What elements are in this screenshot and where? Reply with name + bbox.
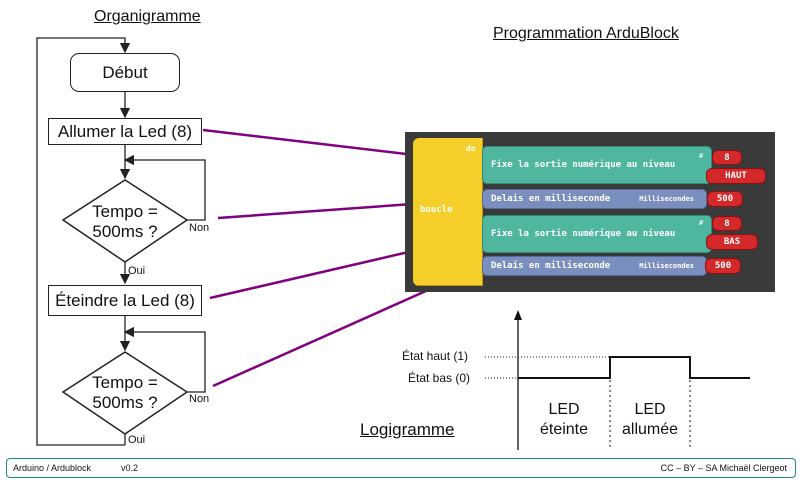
block3-pin-value[interactable]: 8 — [712, 216, 742, 231]
decision1-line1: Tempo = — [92, 202, 158, 221]
block1-pin-symbol: # — [699, 152, 704, 160]
decision2-text: Tempo = 500ms ? — [70, 373, 180, 413]
delay-block-2[interactable]: Delais en milliseconde Millisecondes — [482, 256, 707, 276]
block4-value-text: 500 — [714, 261, 732, 271]
decision2-diamond — [61, 351, 189, 435]
footer-right: CC – BY – SA Michaël Clergeot — [660, 463, 787, 473]
loop-block[interactable] — [413, 138, 483, 286]
decision1-text: Tempo = 500ms ? — [70, 202, 180, 242]
block1-level-text: HAUT — [725, 171, 747, 181]
footer-version: v0.2 — [121, 463, 139, 473]
step2-label: Éteindre la Led (8) — [55, 290, 195, 310]
program-title: Programmation ArduBlock — [493, 25, 679, 42]
block1-pin-text: 8 — [724, 152, 730, 163]
footer-bar: Arduino / Ardublock v0.2 CC – BY – SA Mi… — [6, 458, 796, 478]
start-terminal: Début — [70, 53, 180, 92]
digital-write-block-1[interactable]: Fixe la sortie numérique au niveau — [482, 146, 712, 184]
block1-level-value[interactable]: HAUT — [706, 168, 766, 184]
block2-value[interactable]: 500 — [707, 191, 743, 207]
signal-waveform — [518, 356, 750, 379]
block3-pin-text: 8 — [724, 218, 730, 229]
main-loop-line — [36, 37, 131, 446]
block3-level-text: BAS — [723, 237, 741, 247]
block4-unit: Millisecondes — [639, 262, 694, 270]
decision2-line1: Tempo = — [92, 373, 158, 392]
block4-label: Delais en milliseconde — [491, 261, 611, 271]
block2-value-text: 500 — [716, 194, 734, 204]
block3-level-value[interactable]: BAS — [706, 234, 758, 250]
digital-write-block-2[interactable]: Fixe la sortie numérique au niveau — [482, 215, 712, 253]
phase-on-line2: allumée — [621, 421, 679, 438]
loop-back-decision2 — [123, 326, 206, 393]
block1-label: Fixe la sortie numérique au niveau — [491, 160, 676, 170]
decision2-yes-label: Oui — [128, 434, 146, 446]
flowchart-title: Organigramme — [94, 8, 201, 25]
start-label: Début — [102, 62, 148, 82]
step-turn-off-led: Éteindre la Led (8) — [48, 285, 202, 316]
phase-on-line1: LED — [634, 401, 666, 418]
step-turn-on-led: Allumer la Led (8) — [48, 118, 202, 145]
phase-off-label: LED éteinte — [524, 400, 604, 440]
block3-pin-symbol: # — [699, 219, 704, 227]
block2-label: Delais en milliseconde — [491, 194, 611, 204]
loop-do-label: do — [466, 144, 476, 153]
high-state-label: État haut (1) — [402, 349, 469, 363]
block3-label: Fixe la sortie numérique au niveau — [491, 229, 676, 239]
axis-arrowhead — [514, 310, 522, 320]
delay-block-1[interactable]: Delais en milliseconde Millisecondes — [482, 189, 707, 209]
phase-off-line1: LED — [548, 401, 580, 418]
low-state-label: État bas (0) — [408, 371, 471, 385]
decision2-no-label: Non — [189, 393, 210, 405]
decision1-diamond — [61, 179, 189, 263]
footer-left: Arduino / Ardublock — [13, 463, 92, 473]
loop-back-decision1 — [123, 154, 206, 221]
phase-on-label: LED allumée — [610, 400, 690, 440]
step1-label: Allumer la Led (8) — [57, 121, 193, 141]
block4-value[interactable]: 500 — [705, 258, 741, 274]
logic-title: Logigramme — [360, 420, 455, 439]
decision1-yes-label: Oui — [128, 265, 146, 277]
decision1-no-label: Non — [189, 222, 210, 234]
decision2-line2: 500ms ? — [92, 393, 158, 412]
phase-off-line2: éteinte — [539, 421, 589, 438]
block1-pin-value[interactable]: 8 — [712, 150, 742, 165]
loop-label: boucle — [420, 205, 453, 215]
block2-unit: Millisecondes — [639, 195, 694, 203]
decision1-line2: 500ms ? — [92, 222, 158, 241]
